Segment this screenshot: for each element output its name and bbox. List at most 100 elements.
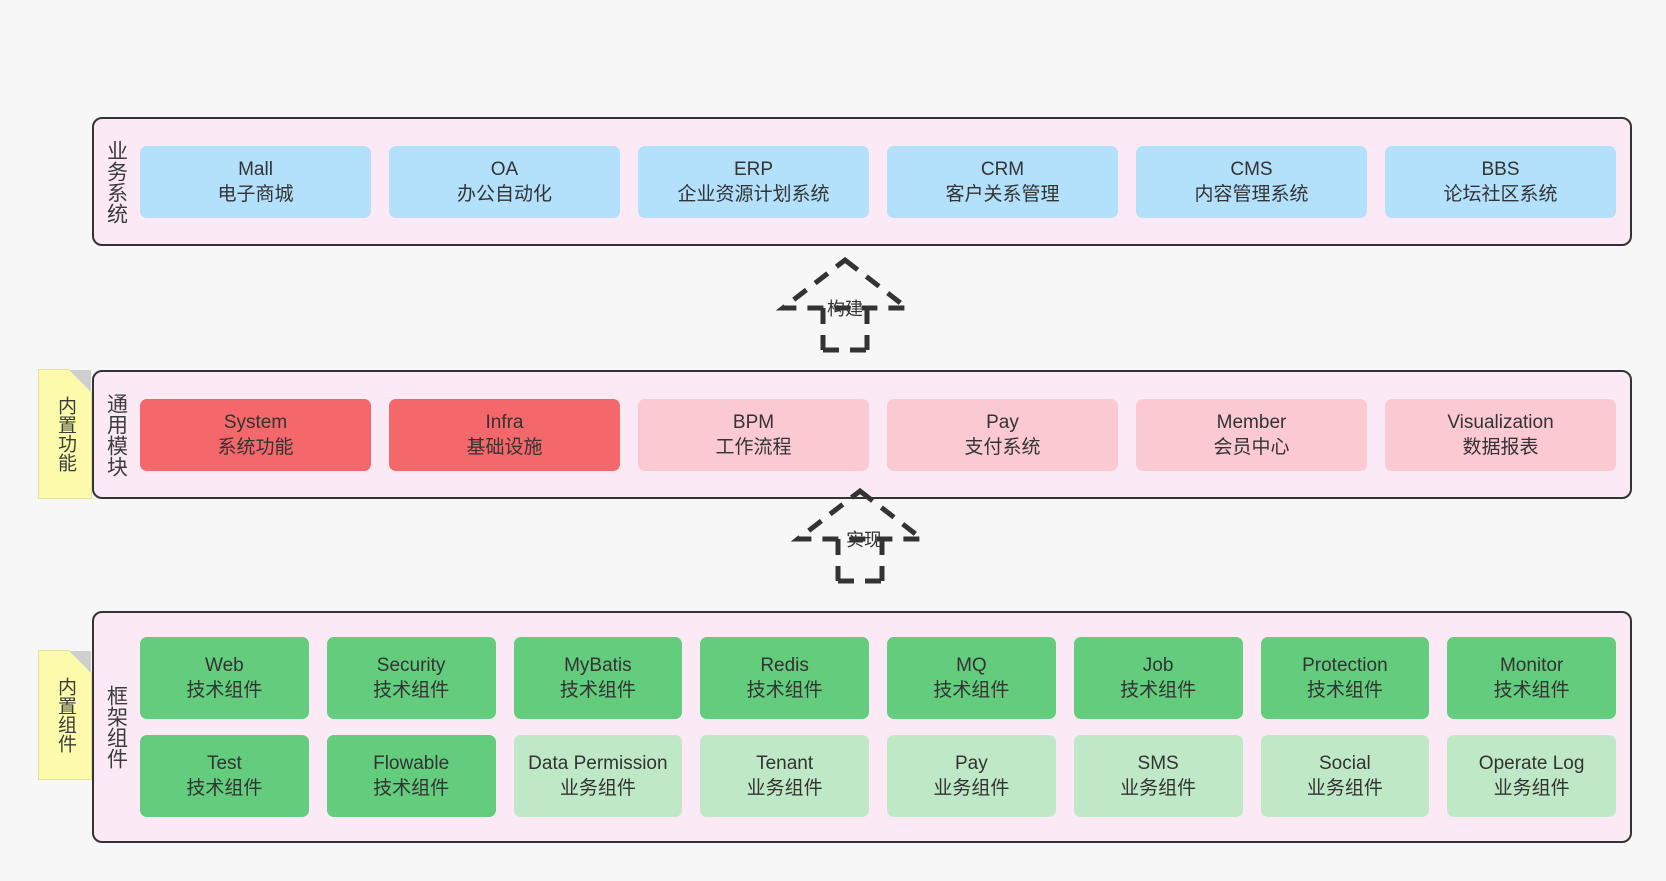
box-subtitle: 业务组件: [746, 778, 823, 799]
box-pay-module[interactable]: Pay 支付系统: [887, 398, 1118, 471]
dashed-generalization-arrow-icon: [790, 487, 930, 584]
box-subtitle: 技术组件: [559, 680, 636, 701]
box-title: Tenant: [756, 753, 814, 774]
box-title: SMS: [1137, 753, 1179, 774]
box-job[interactable]: Job 技术组件: [1073, 637, 1243, 719]
box-mall[interactable]: Mall 电子商城: [140, 145, 371, 218]
box-subtitle: 业务组件: [933, 778, 1010, 799]
box-subtitle: 技术组件: [1493, 680, 1570, 701]
box-subtitle: 支付系统: [964, 436, 1041, 458]
layer-framework-component: 框架组件 Web 技术组件 Security 技术组件 MyBatis 技术组件…: [92, 611, 1632, 843]
box-flowable[interactable]: Flowable 技术组件: [326, 735, 496, 817]
box-title: Web: [205, 655, 244, 676]
box-title: Job: [1142, 655, 1174, 676]
layer-title-business-system: 业务系统: [104, 139, 128, 224]
box-title: OA: [490, 158, 519, 180]
box-member[interactable]: Member 会员中心: [1136, 398, 1367, 471]
box-title: Mall: [238, 158, 273, 180]
box-subtitle: 技术组件: [186, 680, 263, 701]
box-operate-log[interactable]: Operate Log 业务组件: [1447, 735, 1616, 817]
layer-common-module: 通用模块 System 系统功能 Infra 基础设施 BPM 工作流程 Pay…: [92, 370, 1632, 499]
box-infra[interactable]: Infra 基础设施: [389, 398, 620, 471]
box-title: Infra: [485, 411, 524, 433]
box-subtitle: 业务组件: [1306, 778, 1383, 799]
box-subtitle: 技术组件: [1306, 680, 1383, 701]
box-crm[interactable]: CRM 客户关系管理: [887, 145, 1118, 218]
box-title: CRM: [980, 158, 1025, 180]
box-subtitle: 会员中心: [1213, 436, 1290, 458]
layer-title-framework-component: 框架组件: [104, 685, 128, 769]
box-subtitle: 业务组件: [1493, 778, 1570, 799]
dashed-generalization-arrow-icon: [775, 256, 915, 353]
box-system[interactable]: System 系统功能: [140, 398, 371, 471]
connector-build: 构建: [765, 256, 925, 353]
layer-row: System 系统功能 Infra 基础设施 BPM 工作流程 Pay 支付系统…: [140, 398, 1616, 471]
box-title: BPM: [732, 411, 775, 433]
box-subtitle: 业务组件: [559, 778, 636, 799]
box-subtitle: 技术组件: [373, 680, 450, 701]
box-subtitle: 技术组件: [373, 778, 450, 799]
box-subtitle: 论坛社区系统: [1443, 183, 1558, 205]
box-title: Pay: [955, 753, 988, 774]
box-bpm[interactable]: BPM 工作流程: [638, 398, 869, 471]
box-social[interactable]: Social 业务组件: [1260, 735, 1430, 817]
box-title: Test: [206, 753, 242, 774]
box-data-permission[interactable]: Data Permission 业务组件: [513, 735, 683, 817]
box-title: BBS: [1481, 158, 1520, 180]
box-redis[interactable]: Redis 技术组件: [700, 637, 869, 719]
box-subtitle: 技术组件: [933, 680, 1010, 701]
layer-row: Web 技术组件 Security 技术组件 MyBatis 技术组件 Redi…: [140, 637, 1616, 719]
box-subtitle: 技术组件: [1120, 680, 1197, 701]
box-subtitle: 内容管理系统: [1194, 183, 1309, 205]
box-pay-component[interactable]: Pay 业务组件: [887, 735, 1056, 817]
layer-title-common-module: 通用模块: [104, 392, 128, 477]
layer-row: Test 技术组件 Flowable 技术组件 Data Permission …: [140, 735, 1616, 817]
box-protection[interactable]: Protection 技术组件: [1260, 637, 1430, 719]
box-title: Security: [376, 655, 446, 676]
box-monitor[interactable]: Monitor 技术组件: [1447, 637, 1616, 719]
box-subtitle: 企业资源计划系统: [677, 183, 830, 205]
box-title: System: [223, 411, 288, 433]
box-web[interactable]: Web 技术组件: [140, 637, 309, 719]
box-subtitle: 数据报表: [1462, 436, 1539, 458]
box-subtitle: 技术组件: [186, 778, 263, 799]
box-title: CMS: [1230, 158, 1273, 180]
box-sms[interactable]: SMS 业务组件: [1073, 735, 1243, 817]
box-title: Data Permission: [528, 753, 668, 774]
box-title: Flowable: [373, 753, 450, 774]
box-title: Member: [1216, 411, 1287, 433]
box-subtitle: 系统功能: [217, 436, 294, 458]
box-subtitle: 办公自动化: [456, 183, 552, 205]
connector-realize: 实现: [780, 487, 940, 584]
box-title: Social: [1319, 753, 1371, 774]
layer-body-framework-component: Web 技术组件 Security 技术组件 MyBatis 技术组件 Redi…: [138, 613, 1630, 841]
note-builtin-components: 内置组件: [38, 650, 92, 780]
box-title: Monitor: [1499, 655, 1564, 676]
box-title: Redis: [760, 655, 809, 676]
box-subtitle: 业务组件: [1120, 778, 1197, 799]
box-subtitle: 电子商城: [217, 183, 294, 205]
box-title: Visualization: [1447, 411, 1554, 433]
box-mq[interactable]: MQ 技术组件: [887, 637, 1056, 719]
box-title: Pay: [986, 411, 1019, 433]
box-tenant[interactable]: Tenant 业务组件: [700, 735, 869, 817]
note-builtin-features: 内置功能: [38, 369, 92, 499]
box-erp[interactable]: ERP 企业资源计划系统: [638, 145, 869, 218]
box-cms[interactable]: CMS 内容管理系统: [1136, 145, 1367, 218]
box-visualization[interactable]: Visualization 数据报表: [1385, 398, 1616, 471]
box-title: Protection: [1302, 655, 1388, 676]
box-title: Operate Log: [1478, 753, 1585, 774]
layer-row: Mall 电子商城 OA 办公自动化 ERP 企业资源计划系统 CRM 客户关系…: [140, 145, 1616, 218]
box-subtitle: 基础设施: [466, 436, 543, 458]
box-test[interactable]: Test 技术组件: [140, 735, 309, 817]
layer-body-common-module: System 系统功能 Infra 基础设施 BPM 工作流程 Pay 支付系统…: [138, 372, 1630, 497]
box-subtitle: 技术组件: [746, 680, 823, 701]
box-mybatis[interactable]: MyBatis 技术组件: [513, 637, 683, 719]
box-subtitle: 客户关系管理: [945, 183, 1060, 205]
box-oa[interactable]: OA 办公自动化: [389, 145, 620, 218]
box-bbs[interactable]: BBS 论坛社区系统: [1385, 145, 1616, 218]
box-security[interactable]: Security 技术组件: [326, 637, 496, 719]
layer-body-business-system: Mall 电子商城 OA 办公自动化 ERP 企业资源计划系统 CRM 客户关系…: [138, 119, 1630, 244]
box-subtitle: 工作流程: [715, 436, 792, 458]
